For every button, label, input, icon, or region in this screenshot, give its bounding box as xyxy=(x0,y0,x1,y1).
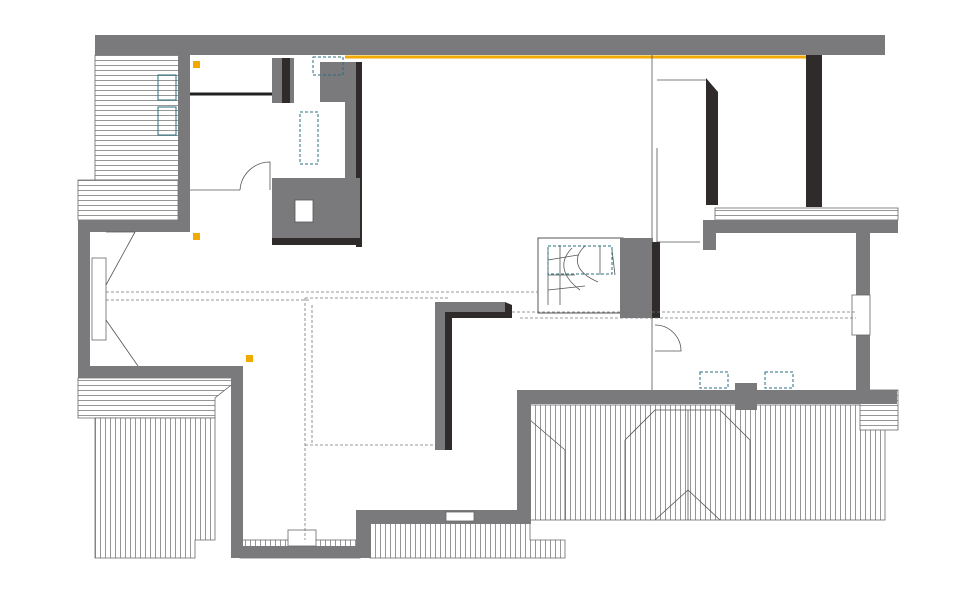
windows xyxy=(91,231,871,547)
roof-top-left xyxy=(94,54,181,181)
skylights xyxy=(699,371,794,389)
l-shaped-counter xyxy=(304,297,512,540)
light-markers xyxy=(193,61,253,362)
roof-bottom-left xyxy=(94,417,361,559)
roof-left xyxy=(77,179,242,419)
light-marker xyxy=(193,233,200,240)
staircase xyxy=(537,237,682,352)
exterior-walls xyxy=(78,35,898,558)
light-marker xyxy=(193,61,200,68)
roof-ridge-lines xyxy=(106,291,856,319)
wardrobe-wall xyxy=(345,55,822,243)
roof-bottom-right xyxy=(369,404,886,559)
light-marker xyxy=(246,355,253,362)
kitchen-unit xyxy=(157,56,362,247)
